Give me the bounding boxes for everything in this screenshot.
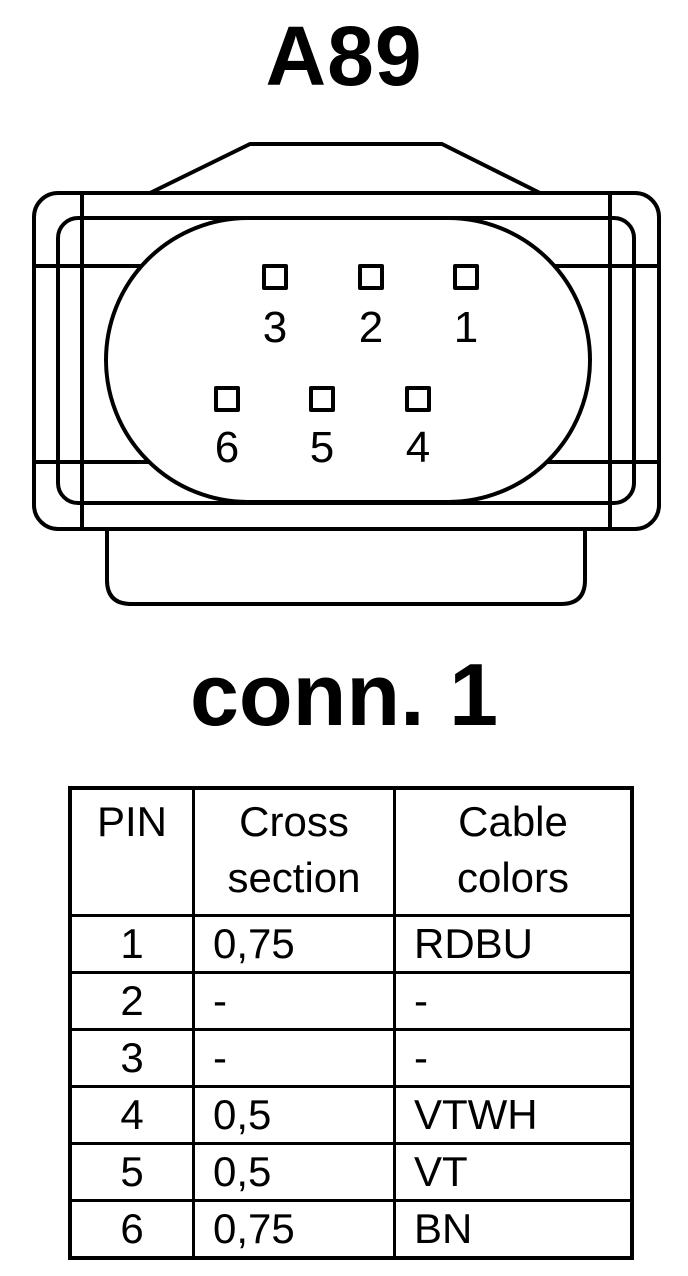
pin-6-square	[214, 386, 240, 412]
pin-label-5: 5	[310, 423, 334, 472]
table-row: 3 - -	[68, 1028, 634, 1088]
header-cable-colors-line2: colors	[456, 854, 570, 901]
header-pin-label: PIN	[96, 798, 167, 845]
pin-label-6: 6	[215, 423, 239, 472]
header-cable-colors: Cable colors	[393, 786, 634, 917]
header-cable-colors-line1: Cable	[458, 798, 568, 845]
pin-label-1: 1	[454, 303, 478, 352]
cell-cross-section: 0,75	[192, 1199, 396, 1260]
cell-pin: 2	[68, 971, 195, 1031]
cell-cross-section: -	[192, 1028, 396, 1088]
pin-table-header: PIN Cross section Cable colors	[68, 786, 634, 917]
cell-cross-section: 0,5	[192, 1142, 396, 1202]
table-row: 4 0,5 VTWH	[68, 1085, 634, 1145]
pin-4-square	[405, 386, 431, 412]
cell-cable-color: -	[393, 1028, 634, 1088]
pin-2-square	[358, 264, 384, 290]
table-row: 5 0,5 VT	[68, 1142, 634, 1202]
cell-cable-color: -	[393, 971, 634, 1031]
cell-cross-section: -	[192, 971, 396, 1031]
connector-label: conn. 1	[189, 645, 499, 744]
pin-3-square	[262, 264, 288, 290]
table-row: 2 - -	[68, 971, 634, 1031]
pin-5-square	[309, 386, 335, 412]
cell-cable-color: RDBU	[393, 914, 634, 974]
pin-label-2: 2	[359, 303, 383, 352]
cell-cable-color: VTWH	[393, 1085, 634, 1145]
cell-cable-color: BN	[393, 1199, 634, 1260]
cell-pin: 6	[68, 1199, 195, 1260]
connector-pin-face	[104, 216, 592, 504]
cell-pin: 3	[68, 1028, 195, 1088]
table-row: 1 0,75 RDBU	[68, 914, 634, 974]
connector-drawing: 3 2 1 6 5 4	[32, 142, 661, 606]
pin-table: PIN Cross section Cable colors 1 0,75 RD…	[68, 786, 634, 1260]
diagram-title: A89	[265, 9, 423, 103]
cell-pin: 4	[68, 1085, 195, 1145]
table-row: 6 0,75 BN	[68, 1199, 634, 1260]
cell-cross-section: 0,5	[192, 1085, 396, 1145]
header-cross-section: Cross section	[192, 786, 396, 917]
header-cross-section-line2: section	[227, 854, 361, 901]
header-cross-section-line1: Cross	[239, 798, 349, 845]
pin-label-4: 4	[406, 423, 430, 472]
connector-housing-outer	[32, 191, 661, 531]
cell-pin: 1	[68, 914, 195, 974]
pin-1-square	[453, 264, 479, 290]
connector-bottom-tab	[105, 529, 587, 606]
cell-cross-section: 0,75	[192, 914, 396, 974]
header-pin: PIN	[68, 786, 195, 917]
cell-cable-color: VT	[393, 1142, 634, 1202]
connector-latch	[149, 142, 541, 195]
pin-label-3: 3	[263, 303, 287, 352]
cell-pin: 5	[68, 1142, 195, 1202]
